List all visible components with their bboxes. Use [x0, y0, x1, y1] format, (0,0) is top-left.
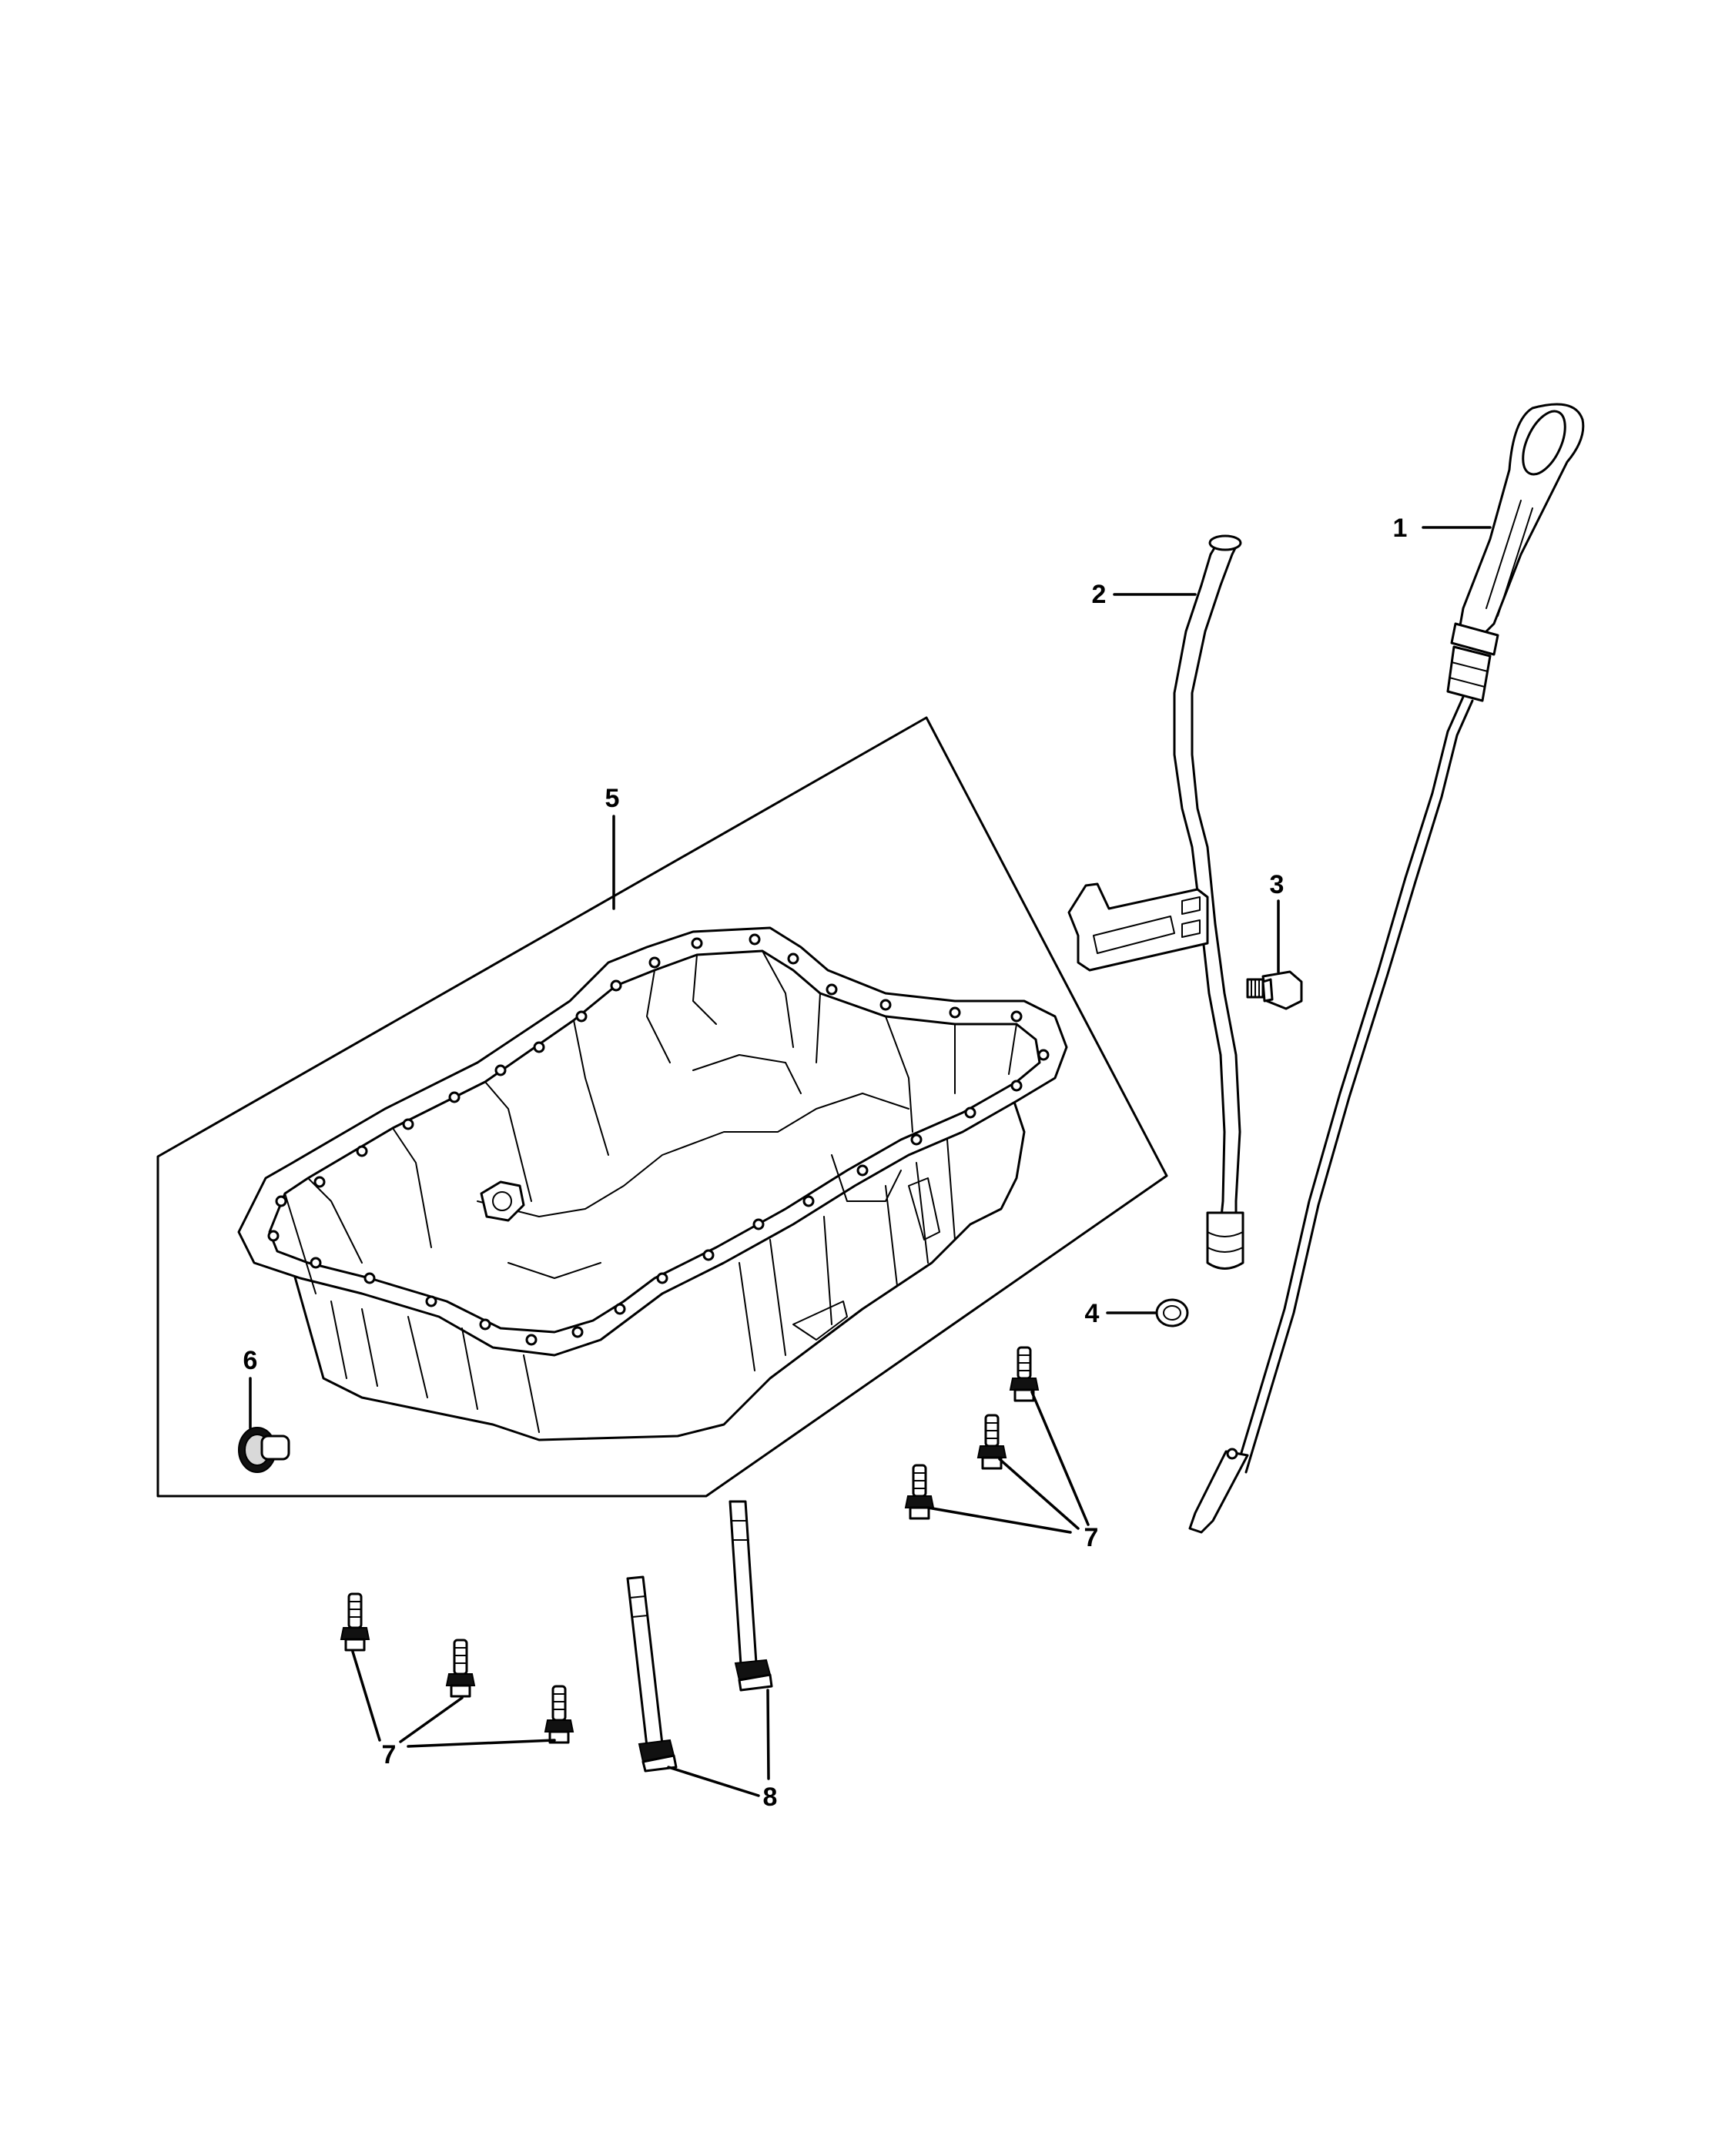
bolt-icon: [904, 1346, 1040, 1520]
stud-icon: [626, 1500, 773, 1773]
bolt-icon: [340, 1592, 574, 1744]
bolt-icon: [1246, 970, 1303, 1010]
oil-pan-icon: [237, 926, 1068, 1441]
callout-4: 4: [1085, 1299, 1100, 1328]
group-frame: [156, 716, 1168, 1498]
callout-5: 5: [605, 784, 620, 813]
leader-lines: [249, 526, 1492, 1797]
callout-8: 8: [763, 1783, 778, 1812]
callout-7-left: 7: [382, 1740, 397, 1769]
washer-icon: [1155, 1298, 1189, 1327]
callout-3: 3: [1270, 870, 1285, 899]
dipstick-icon: [1188, 403, 1585, 1534]
callout-6: 6: [243, 1346, 258, 1375]
dipstick-tube-icon: [1067, 534, 1244, 1270]
drain-plug-icon: [238, 1427, 290, 1473]
callout-2: 2: [1092, 580, 1107, 609]
callout-1: 1: [1393, 514, 1408, 543]
callout-7-right: 7: [1084, 1523, 1099, 1552]
